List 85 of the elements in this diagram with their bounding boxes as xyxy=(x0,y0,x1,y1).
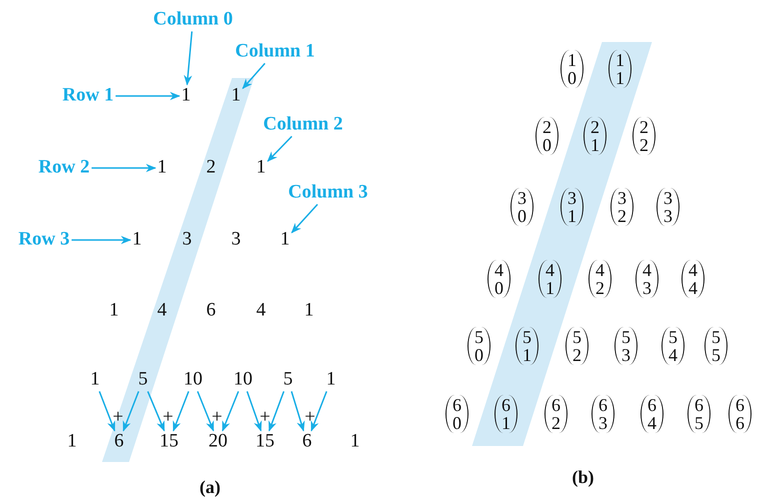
triangle-number: 4 xyxy=(157,300,167,322)
triangle-number: 1 xyxy=(231,86,241,106)
triangle-number: 2 xyxy=(206,158,216,178)
arrow xyxy=(116,92,180,100)
triangle-number: 20 xyxy=(208,432,228,452)
binomial-coefficient: 3 2 xyxy=(610,188,634,226)
triangle-number: 1 xyxy=(67,432,77,452)
binomial-coefficient: 5 4 xyxy=(662,327,684,366)
callout-label: Column 0 xyxy=(153,10,233,30)
binomial-coefficient: 6 5 xyxy=(688,395,710,434)
binomial-coefficient: 6 1 xyxy=(494,395,518,434)
callout-label: Row 1 xyxy=(62,86,114,106)
triangle-number: 5 xyxy=(283,370,293,390)
triangle-number: 1 xyxy=(132,230,142,250)
panel-caption: (b) xyxy=(572,468,594,488)
binomial-coefficient: 4 3 xyxy=(636,260,658,298)
callout-label: Row 3 xyxy=(18,230,70,250)
arrow xyxy=(242,62,266,90)
binomial-coefficient: 6 0 xyxy=(446,395,468,434)
binomial-coefficient: 2 1 xyxy=(584,117,606,156)
callout-label: Row 2 xyxy=(38,158,90,178)
triangle-number: 15 xyxy=(256,432,274,452)
arrow xyxy=(196,391,214,432)
binomial-coefficient: 3 3 xyxy=(656,188,680,226)
binomial-coefficient: 4 0 xyxy=(488,260,510,298)
triangle-number: 5 xyxy=(138,370,148,390)
triangle-number: 1 xyxy=(109,300,119,322)
callout-label: Column 1 xyxy=(235,42,315,62)
arrow xyxy=(92,164,156,172)
binomial-coefficient: 6 3 xyxy=(592,395,614,434)
triangle-number: 6 xyxy=(206,300,216,322)
callout-label: Column 2 xyxy=(263,114,343,136)
binomial-coefficient: 5 3 xyxy=(614,327,638,366)
triangle-number: 1 xyxy=(280,230,290,250)
binomial-coefficient: 4 2 xyxy=(588,260,612,298)
plus-sign: + xyxy=(304,408,316,428)
triangle-number: 1 xyxy=(181,86,191,106)
arrow xyxy=(246,391,262,432)
arrow xyxy=(268,391,284,432)
triangle-number: 1 xyxy=(90,370,100,390)
arrow xyxy=(122,391,140,432)
arrow xyxy=(222,391,240,432)
binomial-coefficient: 3 1 xyxy=(560,188,584,226)
binomial-coefficient: 1 1 xyxy=(608,50,632,88)
triangle-number: 6 xyxy=(302,432,312,452)
binomial-coefficient: 4 4 xyxy=(682,260,704,298)
arrow xyxy=(290,391,305,432)
plus-sign: + xyxy=(212,408,222,428)
binomial-coefficient: 5 1 xyxy=(516,327,538,366)
arrow xyxy=(172,391,190,432)
plus-sign: + xyxy=(260,408,270,428)
triangle-number: 15 xyxy=(160,432,178,452)
plus-sign: + xyxy=(112,408,124,428)
arrow xyxy=(72,236,132,244)
binomial-coefficient: 3 0 xyxy=(510,188,534,226)
triangle-number: 1 xyxy=(256,158,266,178)
binomial-coefficient: 5 5 xyxy=(704,327,728,366)
panel-caption: (a) xyxy=(200,478,220,498)
arrow xyxy=(184,31,193,86)
triangle-number: 3 xyxy=(182,230,192,250)
arrow xyxy=(98,391,116,432)
triangle-number: 1 xyxy=(350,432,360,452)
binomial-coefficient: 2 2 xyxy=(632,117,656,156)
arrow xyxy=(291,204,318,234)
triangle-number: 10 xyxy=(184,370,202,390)
binomial-coefficient: 6 6 xyxy=(728,395,752,434)
arrow xyxy=(267,136,292,162)
binomial-coefficient: 6 4 xyxy=(640,395,664,434)
triangle-number: 10 xyxy=(234,370,252,390)
binomial-coefficient: 2 0 xyxy=(536,117,558,156)
binomial-coefficient: 6 2 xyxy=(544,395,568,434)
binomial-coefficient: 5 0 xyxy=(468,327,490,366)
binomial-coefficient: 5 2 xyxy=(566,327,588,366)
triangle-number: 1 xyxy=(157,158,167,178)
triangle-number: 6 xyxy=(114,432,124,452)
triangle-number: 3 xyxy=(231,230,241,250)
callout-label: Column 3 xyxy=(288,182,368,204)
arrow xyxy=(147,391,165,432)
binomial-coefficient: 1 0 xyxy=(560,50,584,88)
binomial-coefficient: 4 1 xyxy=(538,260,562,298)
triangle-number: 1 xyxy=(304,300,314,322)
triangle-number: 1 xyxy=(326,370,336,390)
triangle-number: 4 xyxy=(256,300,266,322)
plus-sign: + xyxy=(162,408,174,428)
arrow xyxy=(310,391,328,432)
